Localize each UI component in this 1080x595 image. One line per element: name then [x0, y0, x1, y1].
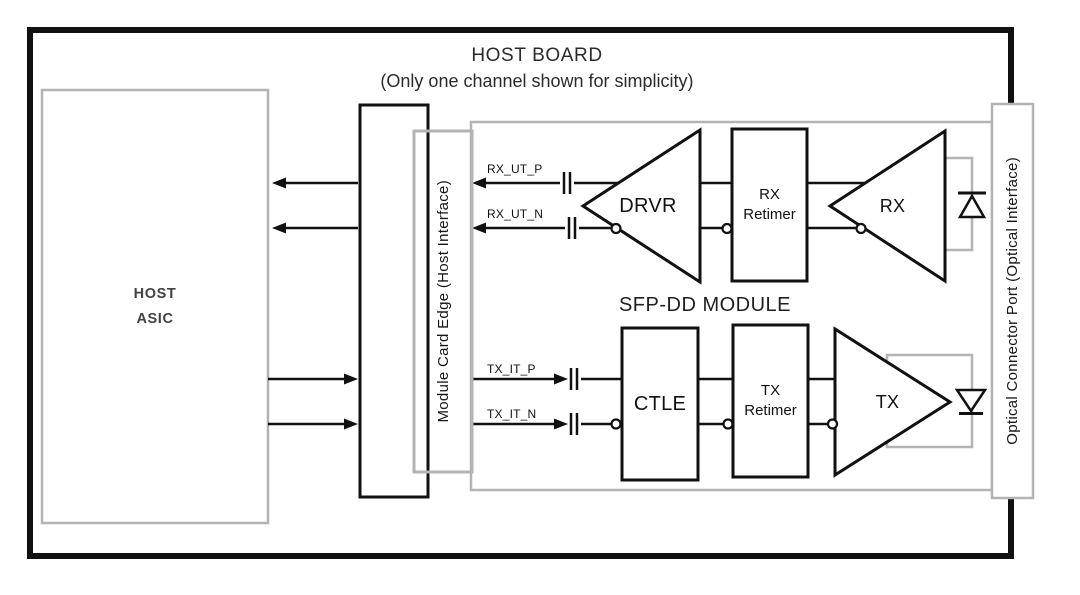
- photodiode-icon: [957, 191, 987, 219]
- module-card-edge-label: Module Card Edge (Host Interface): [434, 180, 452, 423]
- components: [580, 127, 953, 482]
- host-asic-line1: HOST: [133, 286, 177, 302]
- tx-p-capacitor-icon: [569, 368, 579, 390]
- ctle-label: CTLE: [633, 392, 687, 415]
- signal-label-rx-ut-n: RX_UT_N: [487, 207, 544, 221]
- tx-amp-label: TX: [875, 391, 900, 412]
- host-asic-box: [40, 88, 270, 525]
- rx-amp-inv-circle: [855, 222, 867, 235]
- arrowheads: [272, 177, 568, 430]
- inversion-circles: [610, 222, 867, 430]
- laser-diode-icon: [954, 388, 988, 415]
- rx-n-capacitor-icon: [567, 217, 577, 239]
- rx-retimer-inv-circle: [721, 222, 733, 235]
- drvr-triangle: [580, 127, 702, 285]
- host-rx-n-arrow-icon: [272, 222, 286, 234]
- rx-retimer-box: [730, 127, 809, 283]
- host-asic-label: HOST ASIC: [42, 90, 268, 523]
- card-edge-connector: [358, 103, 430, 499]
- host-board-title: HOST BOARD: [471, 45, 603, 66]
- tx-n-arrow-icon: [554, 418, 568, 430]
- tx-amp-triangle: [833, 326, 953, 478]
- host-tx-p-arrow-icon: [344, 373, 358, 385]
- rx-retimer-label: RX Retimer: [732, 129, 807, 281]
- host-tx-n-arrow-icon: [344, 418, 358, 430]
- signal-label-tx-it-n: TX_IT_N: [487, 407, 537, 421]
- optical-port-box: [990, 102, 1035, 500]
- host-asic-line2: ASIC: [136, 311, 174, 327]
- host-board-subtitle: (Only one channel shown for simplicity): [380, 71, 694, 91]
- ctle-box: [620, 326, 700, 482]
- signal-label-tx-it-p: TX_IT_P: [487, 362, 536, 376]
- tx-n-capacitor-icon: [569, 413, 579, 435]
- sfp-module-title: SFP-DD MODULE: [618, 294, 792, 316]
- ctle-inv-circle: [610, 418, 622, 430]
- tx-retimer-inv-circle: [722, 418, 734, 430]
- rx-retimer-line2: Retimer: [743, 206, 796, 223]
- module-card-edge-box: [412, 129, 474, 474]
- tx-retimer-label: TX Retimer: [733, 325, 808, 477]
- rx-amp-label: RX: [879, 195, 906, 216]
- tx-p-arrow-icon: [554, 373, 568, 385]
- module-card-edge-label-wrap: Module Card Edge (Host Interface): [414, 131, 472, 472]
- tx-retimer-box: [731, 323, 810, 479]
- tx-retimer-line2: Retimer: [744, 402, 797, 419]
- tx-amp-inv-circle: [826, 418, 839, 430]
- rx-amp-triangle: [827, 128, 947, 284]
- drvr-label: DRVR: [619, 194, 677, 217]
- tx-retimer-line1: TX: [760, 382, 781, 400]
- optical-port-label-wrap: Optical Connector Port (Optical Interfac…: [992, 104, 1033, 498]
- signal-label-rx-ut-p: RX_UT_P: [487, 162, 543, 176]
- capacitors: [562, 172, 579, 435]
- rx-p-capacitor-icon: [562, 172, 572, 194]
- rx-retimer-line1: RX: [759, 186, 780, 204]
- rx-p-arrow-icon: [472, 177, 486, 189]
- drvr-inv-circle: [610, 222, 622, 235]
- host-rx-p-arrow-icon: [272, 177, 286, 189]
- optical-port-label: Optical Connector Port (Optical Interfac…: [1004, 157, 1021, 445]
- rx-n-arrow-icon: [472, 222, 486, 234]
